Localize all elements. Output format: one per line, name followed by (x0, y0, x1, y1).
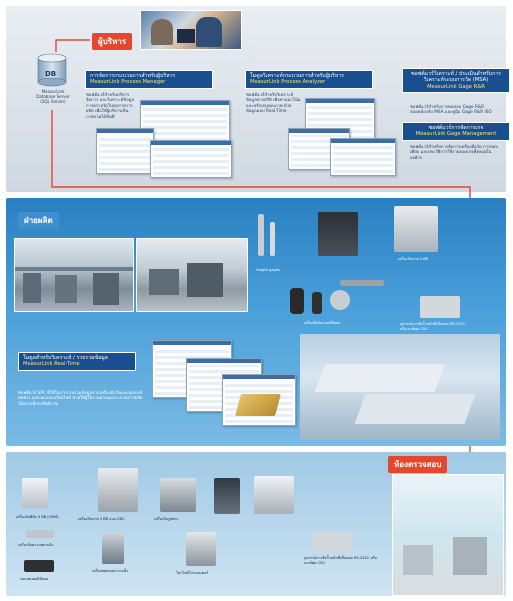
management-panel (6, 6, 506, 192)
height-gages-label: Height gages (256, 268, 280, 272)
gage-management-description: ซอฟต์แวร์สำหรับการจัดการเครื่องมือวัด กา… (410, 144, 498, 160)
cmm-label: เครื่องวัดพิกัด 3 มิติ (CMM) (16, 515, 59, 519)
height-gage-device (258, 214, 264, 256)
workpiece-icon (235, 394, 281, 416)
scale-device-2 (312, 532, 352, 552)
scale-csv-label: อุปกรณ์การชั่งน้ำหนักที่เชื่อมต่อ RS-232… (400, 322, 466, 331)
height-gage-device-2 (270, 222, 275, 256)
gage-rr-subtitle: MeasurLink Gage R&R (427, 83, 485, 90)
db-caption-line: Database Server (36, 94, 70, 99)
db-caption: MeasurLink Database Server (SQL Server) (30, 89, 76, 104)
scale-device (420, 296, 460, 318)
factory-photo-2 (136, 238, 248, 312)
digital-caliper-device (340, 280, 384, 286)
cmm-device (22, 478, 48, 508)
process-manager-description: ซอฟต์แวร์สำหรับบริหาร จัดการ และวิเคราะห… (86, 92, 135, 119)
hardness-device (102, 532, 124, 564)
gage-management-title: ซอฟต์แวร์การจัดการเกจ MeasurLink Gage Ma… (402, 122, 510, 141)
database-cylinder-icon (37, 53, 67, 87)
cmm-large-device (98, 468, 138, 512)
process-manager-subtitle: MeasurLink Process Manager (90, 79, 166, 86)
counter-device (24, 560, 54, 572)
vision-label: เครื่องวัดภาพ 3 มิติ (398, 257, 428, 261)
gage-management-title-text: ซอฟต์แวร์การจัดการเกจ (428, 125, 484, 131)
gage-rr-title-text: ซอฟต์แวร์วิเคราะห์ / ประเมินสำหรับการวิเ… (411, 71, 501, 84)
digital-tools-label: เครื่องมือวัดแบบดิจิตอล (304, 321, 341, 325)
scale-csv-label-2: อุปกรณ์การชั่งน้ำหนักที่เชื่อมต่อ RS-232… (304, 556, 377, 565)
realtime-title: โมดูลสำหรับวิเคราะห์ / รวบรวมข้อมูล Meas… (18, 352, 136, 371)
process-analyzer-title-text: โมดูลวิเคราะห์กระบวนการสำหรับผู้บริหาร (250, 73, 344, 79)
projector-device (186, 532, 216, 566)
managers-photo (140, 10, 242, 50)
counter-label: จอแสดงผลดิจิตอล (20, 577, 49, 581)
db-caption-line: (SQL Server) (40, 99, 66, 104)
process-manager-title-text: การจัดการกระบวนการสำหรับผู้บริหาร (90, 73, 176, 79)
process-analyzer-subtitle: MeasurLink Process Analyzer (250, 79, 326, 86)
production-tag: ฝ่ายผลิต (18, 212, 59, 229)
caliper-device (312, 292, 322, 314)
factory-photo-1 (14, 238, 134, 312)
process-manager-screenshot-3 (150, 140, 232, 178)
db-label: DB (45, 70, 57, 78)
micrometer-device (290, 288, 304, 314)
realtime-description: ซอฟต์แวร์ SPC ที่ใช้ในการรวบรวมข้อมูลจาก… (18, 390, 143, 406)
inspection-tag: ห้องตรวจสอบ (388, 456, 448, 473)
vision-cnc-bench-device (254, 476, 294, 514)
process-analyzer-screenshot-3 (330, 138, 396, 176)
gage-management-subtitle: MeasurLink Gage Management (415, 131, 497, 138)
gage-rr-description: ซอฟต์แวร์สำหรับการทดสอบ Gage R&R สอดคล้อ… (410, 104, 492, 115)
hardness-label: เครื่องทดสอบความแข็ง (92, 569, 129, 573)
surface-label: เครื่องวัดความหยาบผิว (18, 543, 54, 547)
realtime-title-text: โมดูลสำหรับวิเคราะห์ / รวบรวมข้อมูล (23, 355, 108, 361)
inspection-lab-photo (392, 474, 504, 596)
process-analyzer-description: ซอฟต์แวร์สำหรับวิเคราะห์ข้อมูลทางสถิติ เ… (246, 92, 301, 114)
realtime-subtitle: MeasurLink Real-Time (23, 361, 80, 368)
vision-cnc-device (394, 206, 438, 252)
gage-rr-title: ซอฟต์แวร์วิเคราะห์ / ประเมินสำหรับการวิเ… (402, 68, 510, 94)
projector-label: โปรไฟล์โปรเจคเตอร์ (176, 571, 209, 575)
formtracer-label: เครื่องวัดรูปทรง (154, 517, 179, 521)
process-manager-title: การจัดการกระบวนการสำหรับผู้บริหาร Measur… (85, 70, 213, 89)
surface-tester-device (26, 530, 54, 538)
dial-gauge-device (330, 290, 350, 310)
management-tag: ผู้บริหาร (92, 33, 133, 50)
vision-cnc-label: เครื่องวัดภาพ 3 มิติ แบบ CNC (78, 517, 125, 521)
process-analyzer-title: โมดูลวิเคราะห์กระบวนการสำหรับผู้บริหาร M… (245, 70, 373, 89)
process-manager-screenshot-2 (96, 128, 154, 174)
formtracer-device (160, 478, 196, 512)
vision-machine-device (318, 212, 358, 256)
factory-aerial-photo (300, 334, 500, 440)
db-caption-line: MeasurLink (41, 89, 65, 94)
vision-bench-device (214, 478, 240, 514)
